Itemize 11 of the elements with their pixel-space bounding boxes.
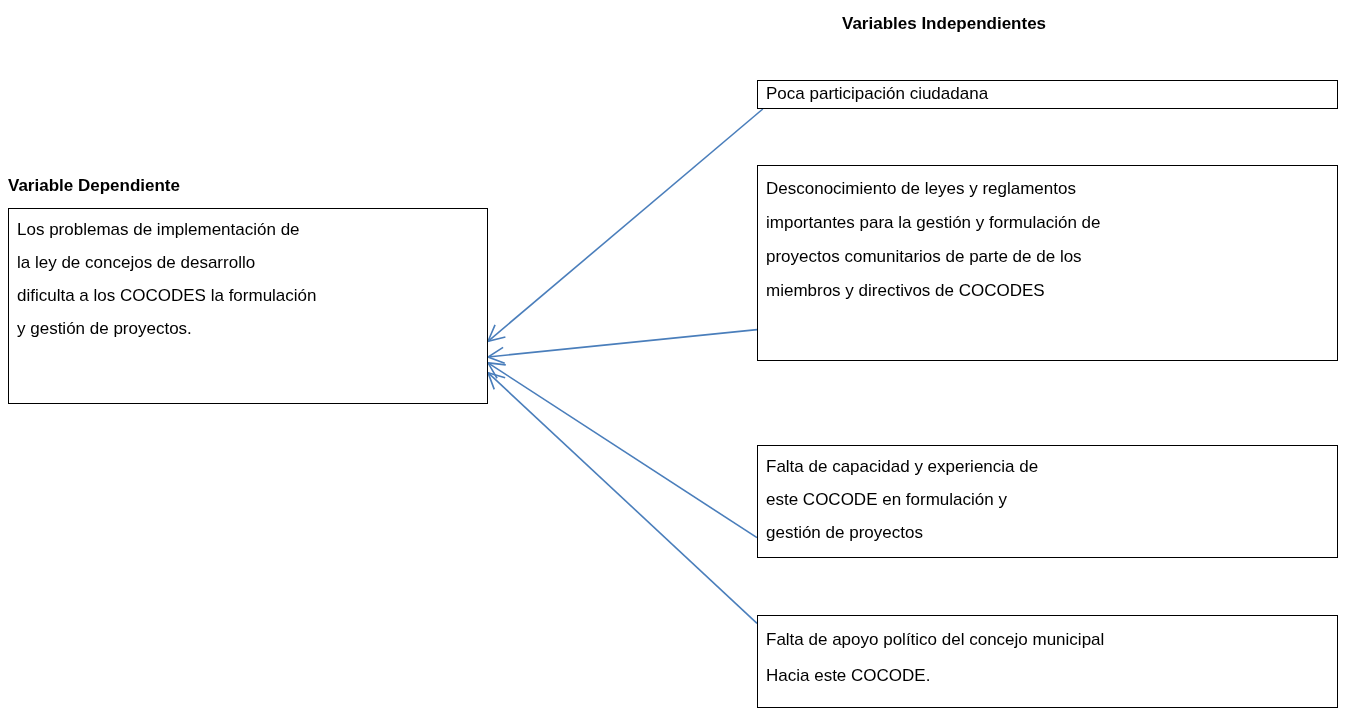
text-box: Falta de apoyo político del concejo municipal Hacia este COCODE. — [757, 615, 1338, 708]
arrow — [487, 362, 758, 539]
heading: Variables Independientes — [842, 14, 1047, 34]
heading: Variable Dependiente — [8, 176, 180, 196]
arrow — [487, 371, 758, 625]
arrow — [487, 108, 764, 343]
text-box: Los problemas de implementación de la ley de concejos de desarrollo dificulta a los COCODES la formulación y gestión de proyectos. — [8, 208, 488, 404]
text-box: Desconocimiento de leyes y reglamentos importantes para la gestión y formulación de proyectos comunitarios de parte de de los miembros y directivos de COCODES — [757, 165, 1338, 361]
arrow — [487, 328, 758, 365]
text-box: Falta de capacidad y experiencia de este COCODE en formulación y gestión de proyectos — [757, 445, 1338, 558]
text-box: Poca participación ciudadana — [757, 80, 1338, 109]
